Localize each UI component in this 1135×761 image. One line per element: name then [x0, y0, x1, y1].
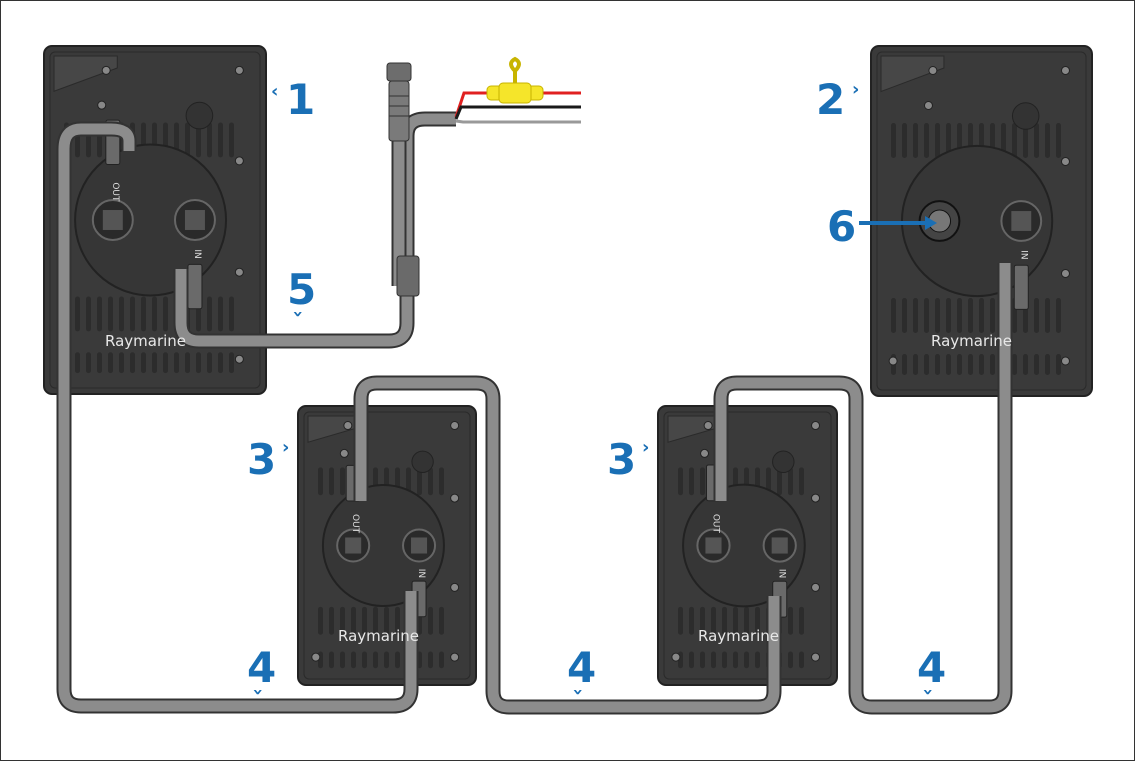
callout-4c: 4	[917, 643, 947, 692]
screw-icon	[1060, 66, 1070, 75]
screw-icon	[234, 65, 244, 75]
screw-icon	[1060, 157, 1070, 166]
ground-wire	[455, 119, 581, 124]
callout-5: 5	[287, 265, 317, 314]
connector-in-label: IN	[192, 249, 202, 258]
screw-icon	[928, 66, 938, 75]
connector-out-label: OUT	[110, 182, 120, 202]
brand-label-3b: Raymarine	[698, 627, 779, 645]
mount-ring	[321, 483, 445, 608]
connector-out-label: OUT	[710, 514, 720, 534]
callout-3b: 3	[607, 435, 637, 484]
brand-label-1: Raymarine	[105, 332, 186, 350]
screw-icon	[811, 421, 821, 431]
connector-in-label: IN	[777, 569, 787, 578]
callout-6-arrow	[859, 216, 937, 230]
black-wire	[454, 105, 581, 120]
mount-ring	[74, 143, 228, 297]
device-2: IN	[870, 45, 1093, 397]
chevron-right-icon: ›	[282, 437, 290, 458]
screw-icon	[703, 421, 713, 431]
mount-ring	[682, 483, 806, 608]
screw-icon	[450, 652, 460, 662]
cable-boot	[1013, 264, 1029, 310]
callout-2: 2	[816, 75, 846, 124]
connector-in-label: IN	[416, 569, 426, 578]
chevron-left-icon: ‹	[271, 81, 279, 102]
cable-3a-to-3b	[353, 375, 782, 715]
chevron-down-icon: ›	[567, 688, 589, 696]
brand-label-2: Raymarine	[931, 332, 1012, 350]
chevron-down-icon: ›	[287, 310, 309, 318]
screw-icon	[811, 582, 821, 592]
screw-icon	[450, 421, 460, 431]
connector-in-label: IN	[1018, 250, 1028, 259]
inline-fuse-icon	[486, 56, 544, 104]
screw-icon	[450, 582, 460, 592]
power-connector	[386, 62, 412, 142]
screw-icon	[343, 421, 353, 431]
cable-3b-to-2	[713, 263, 1013, 715]
screw-icon	[1060, 269, 1070, 278]
screw-icon	[811, 652, 821, 662]
screw-icon	[339, 448, 349, 458]
screw-icon	[923, 101, 933, 110]
screw-icon	[234, 156, 244, 166]
cable-1-to-3a	[56, 121, 419, 714]
cables	[56, 56, 1013, 715]
screw-icon	[97, 100, 107, 110]
screw-icon	[450, 493, 460, 503]
connector-out-label: OUT	[350, 514, 360, 534]
screw-icon	[234, 354, 244, 364]
power-cable	[386, 56, 581, 297]
callout-1: 1	[286, 75, 316, 124]
cable-boot	[187, 263, 203, 310]
screw-icon	[811, 493, 821, 503]
screw-icon	[671, 652, 681, 662]
chevron-right-icon: ›	[852, 79, 860, 100]
callout-4b: 4	[567, 643, 597, 692]
brand-label-3a: Raymarine	[338, 627, 419, 645]
chevron-right-icon: ›	[642, 437, 650, 458]
screw-icon	[700, 448, 710, 458]
callout-3a: 3	[247, 435, 277, 484]
screw-icon	[888, 356, 898, 366]
chevron-down-icon: ›	[247, 688, 269, 696]
callout-6: 6	[827, 202, 857, 251]
screw-icon	[311, 652, 321, 662]
screw-icon	[1060, 356, 1070, 366]
chevron-down-icon: ›	[917, 688, 939, 696]
callout-4a: 4	[247, 643, 277, 692]
cable-1-power	[173, 269, 415, 349]
screw-icon	[234, 267, 244, 277]
screw-icon	[101, 65, 111, 75]
